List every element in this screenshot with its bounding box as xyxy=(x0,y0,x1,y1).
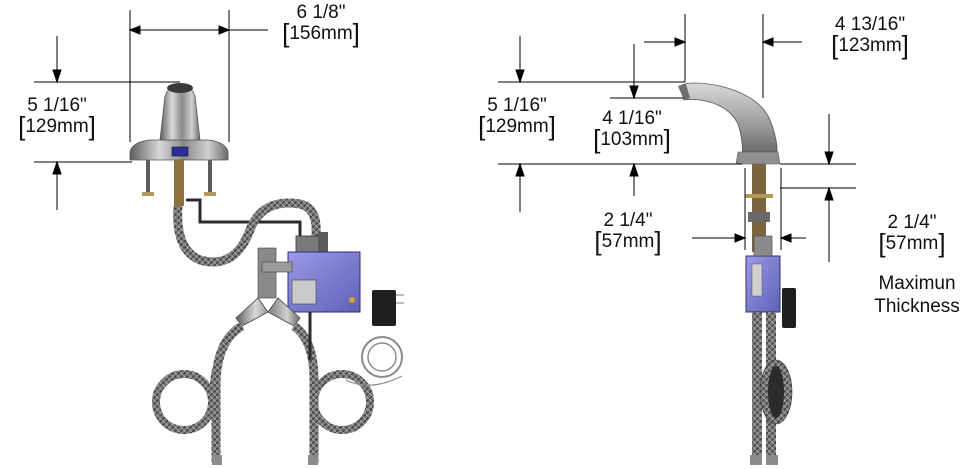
left-faucet-front-view xyxy=(129,83,404,465)
right-dimension-lines xyxy=(498,14,856,262)
reach-dimension-label: 4 13/16" [123mm] xyxy=(812,14,928,58)
left-height-mm: 129mm xyxy=(25,116,89,137)
deck-thickness-dimension-label: 2 1/4" [57mm] xyxy=(862,212,962,256)
right-height-dimension-label: 5 1/16" [129mm] xyxy=(460,95,574,139)
reach-mm: 123mm xyxy=(838,35,902,56)
right-faucet-side-view xyxy=(678,82,796,465)
width-mm: 156mm xyxy=(289,23,353,44)
hole-diameter-mm: 57mm xyxy=(601,231,655,252)
power-adapter xyxy=(372,290,396,326)
width-dimension-label: 6 1/8" [156mm] xyxy=(276,2,366,46)
right-height-mm: 129mm xyxy=(485,116,549,137)
left-dimension-lines xyxy=(34,10,268,210)
spout-height-dimension-label: 4 1/16" [103mm] xyxy=(578,108,686,152)
spout-height-mm: 103mm xyxy=(600,129,664,150)
left-height-inch: 5 1/16" xyxy=(27,95,87,116)
hole-diameter-dimension-label: 2 1/4" [57mm] xyxy=(578,210,678,254)
deck-note-line2: Thickness xyxy=(874,296,960,317)
deck-note-line1: Maximun xyxy=(878,273,956,294)
braided-hose xyxy=(173,198,321,267)
control-box-side xyxy=(745,255,781,313)
right-height-inch: 5 1/16" xyxy=(487,95,547,116)
spout-height-inch: 4 1/16" xyxy=(602,108,662,129)
deck-thickness-inch: 2 1/4" xyxy=(887,212,937,233)
reach-inch: 4 13/16" xyxy=(834,14,906,35)
deck-thickness-note: Maximun Thickness xyxy=(862,272,972,318)
deck-thickness-mm: 57mm xyxy=(885,233,939,254)
sensor-window xyxy=(171,146,189,157)
left-height-dimension-label: 5 1/16" [129mm] xyxy=(0,95,114,139)
width-inch: 6 1/8" xyxy=(296,2,346,23)
hole-diameter-inch: 2 1/4" xyxy=(603,210,653,231)
